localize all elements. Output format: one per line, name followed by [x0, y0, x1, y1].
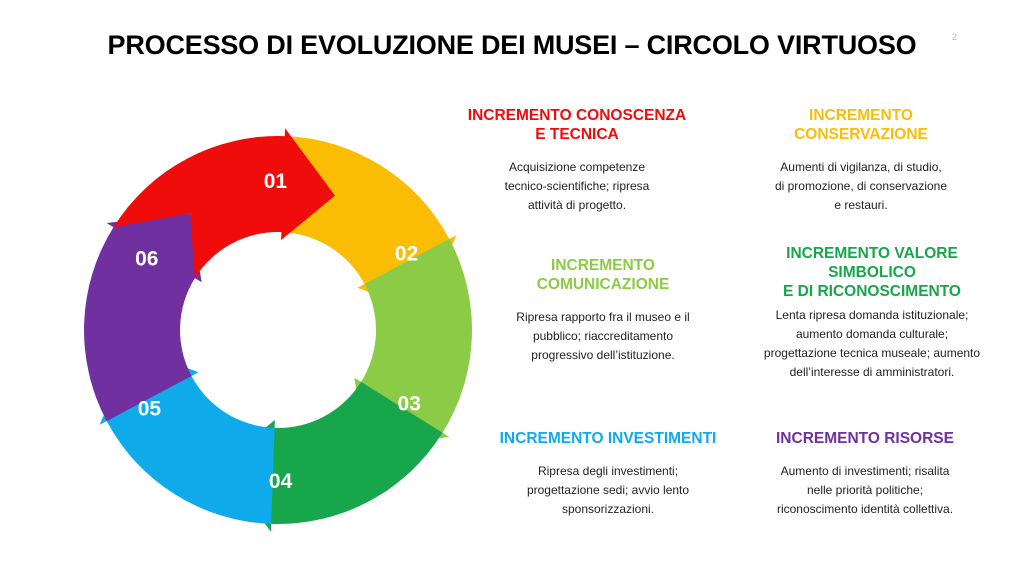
step-6-heading: INCREMENTO RISORSE: [776, 430, 954, 447]
step-6-description: Aumento di investimenti; risalita nelle …: [776, 464, 954, 516]
step-3-block: INCREMENTO COMUNICAZIONE Ripresa rapport…: [474, 256, 732, 365]
cycle-segment-1: [113, 128, 335, 279]
step-1-block: INCREMENTO CONOSCENZA E TECNICA Acquisiz…: [446, 106, 708, 215]
step-1-description: Acquisizione competenze tecnico-scientif…: [504, 160, 650, 212]
step-5-heading: INCREMENTO INVESTIMENTI: [499, 430, 717, 447]
cycle-segment-6: [84, 213, 202, 422]
cycle-segment-4: [221, 381, 443, 532]
step-3-number: 03: [398, 393, 421, 416]
step-2-description: Aumenti di vigilanza, di studio, di prom…: [774, 160, 948, 212]
step-6-number: 06: [135, 247, 158, 270]
cycle-segment-3: [354, 238, 472, 447]
step-6-block: INCREMENTO RISORSE Aumento di investimen…: [736, 429, 994, 519]
step-4-number: 04: [269, 470, 293, 493]
cycle-diagram: 01 02 03 04 05 06: [84, 128, 472, 532]
step-1-heading: INCREMENTO CONOSCENZA E TECNICA: [467, 107, 687, 143]
step-5-block: INCREMENTO INVESTIMENTI Ripresa degli in…: [474, 429, 742, 519]
page-title: PROCESSO DI EVOLUZIONE DEI MUSEI – CIRCO…: [107, 30, 917, 60]
step-5-description: Ripresa degli investimenti; progettazion…: [526, 464, 690, 516]
step-3-heading: INCREMENTO COMUNICAZIONE: [536, 257, 670, 293]
step-1-number: 01: [264, 170, 288, 193]
slide-number: 2: [952, 32, 958, 42]
step-3-description: Ripresa rapporto fra il museo e il pubbl…: [516, 310, 690, 362]
step-5-number: 05: [138, 397, 162, 420]
step-4-heading: INCREMENTO VALORE SIMBOLICO E DI RICONOS…: [783, 245, 961, 300]
step-2-block: INCREMENTO CONSERVAZIONE Aumenti di vigi…: [736, 106, 986, 215]
step-2-number: 02: [395, 243, 418, 266]
step-2-heading: INCREMENTO CONSERVAZIONE: [794, 107, 928, 143]
step-4-description: Lenta ripresa domanda istituzionale; aum…: [763, 308, 981, 379]
step-4-block: INCREMENTO VALORE SIMBOLICO E DI RICONOS…: [734, 244, 1010, 382]
